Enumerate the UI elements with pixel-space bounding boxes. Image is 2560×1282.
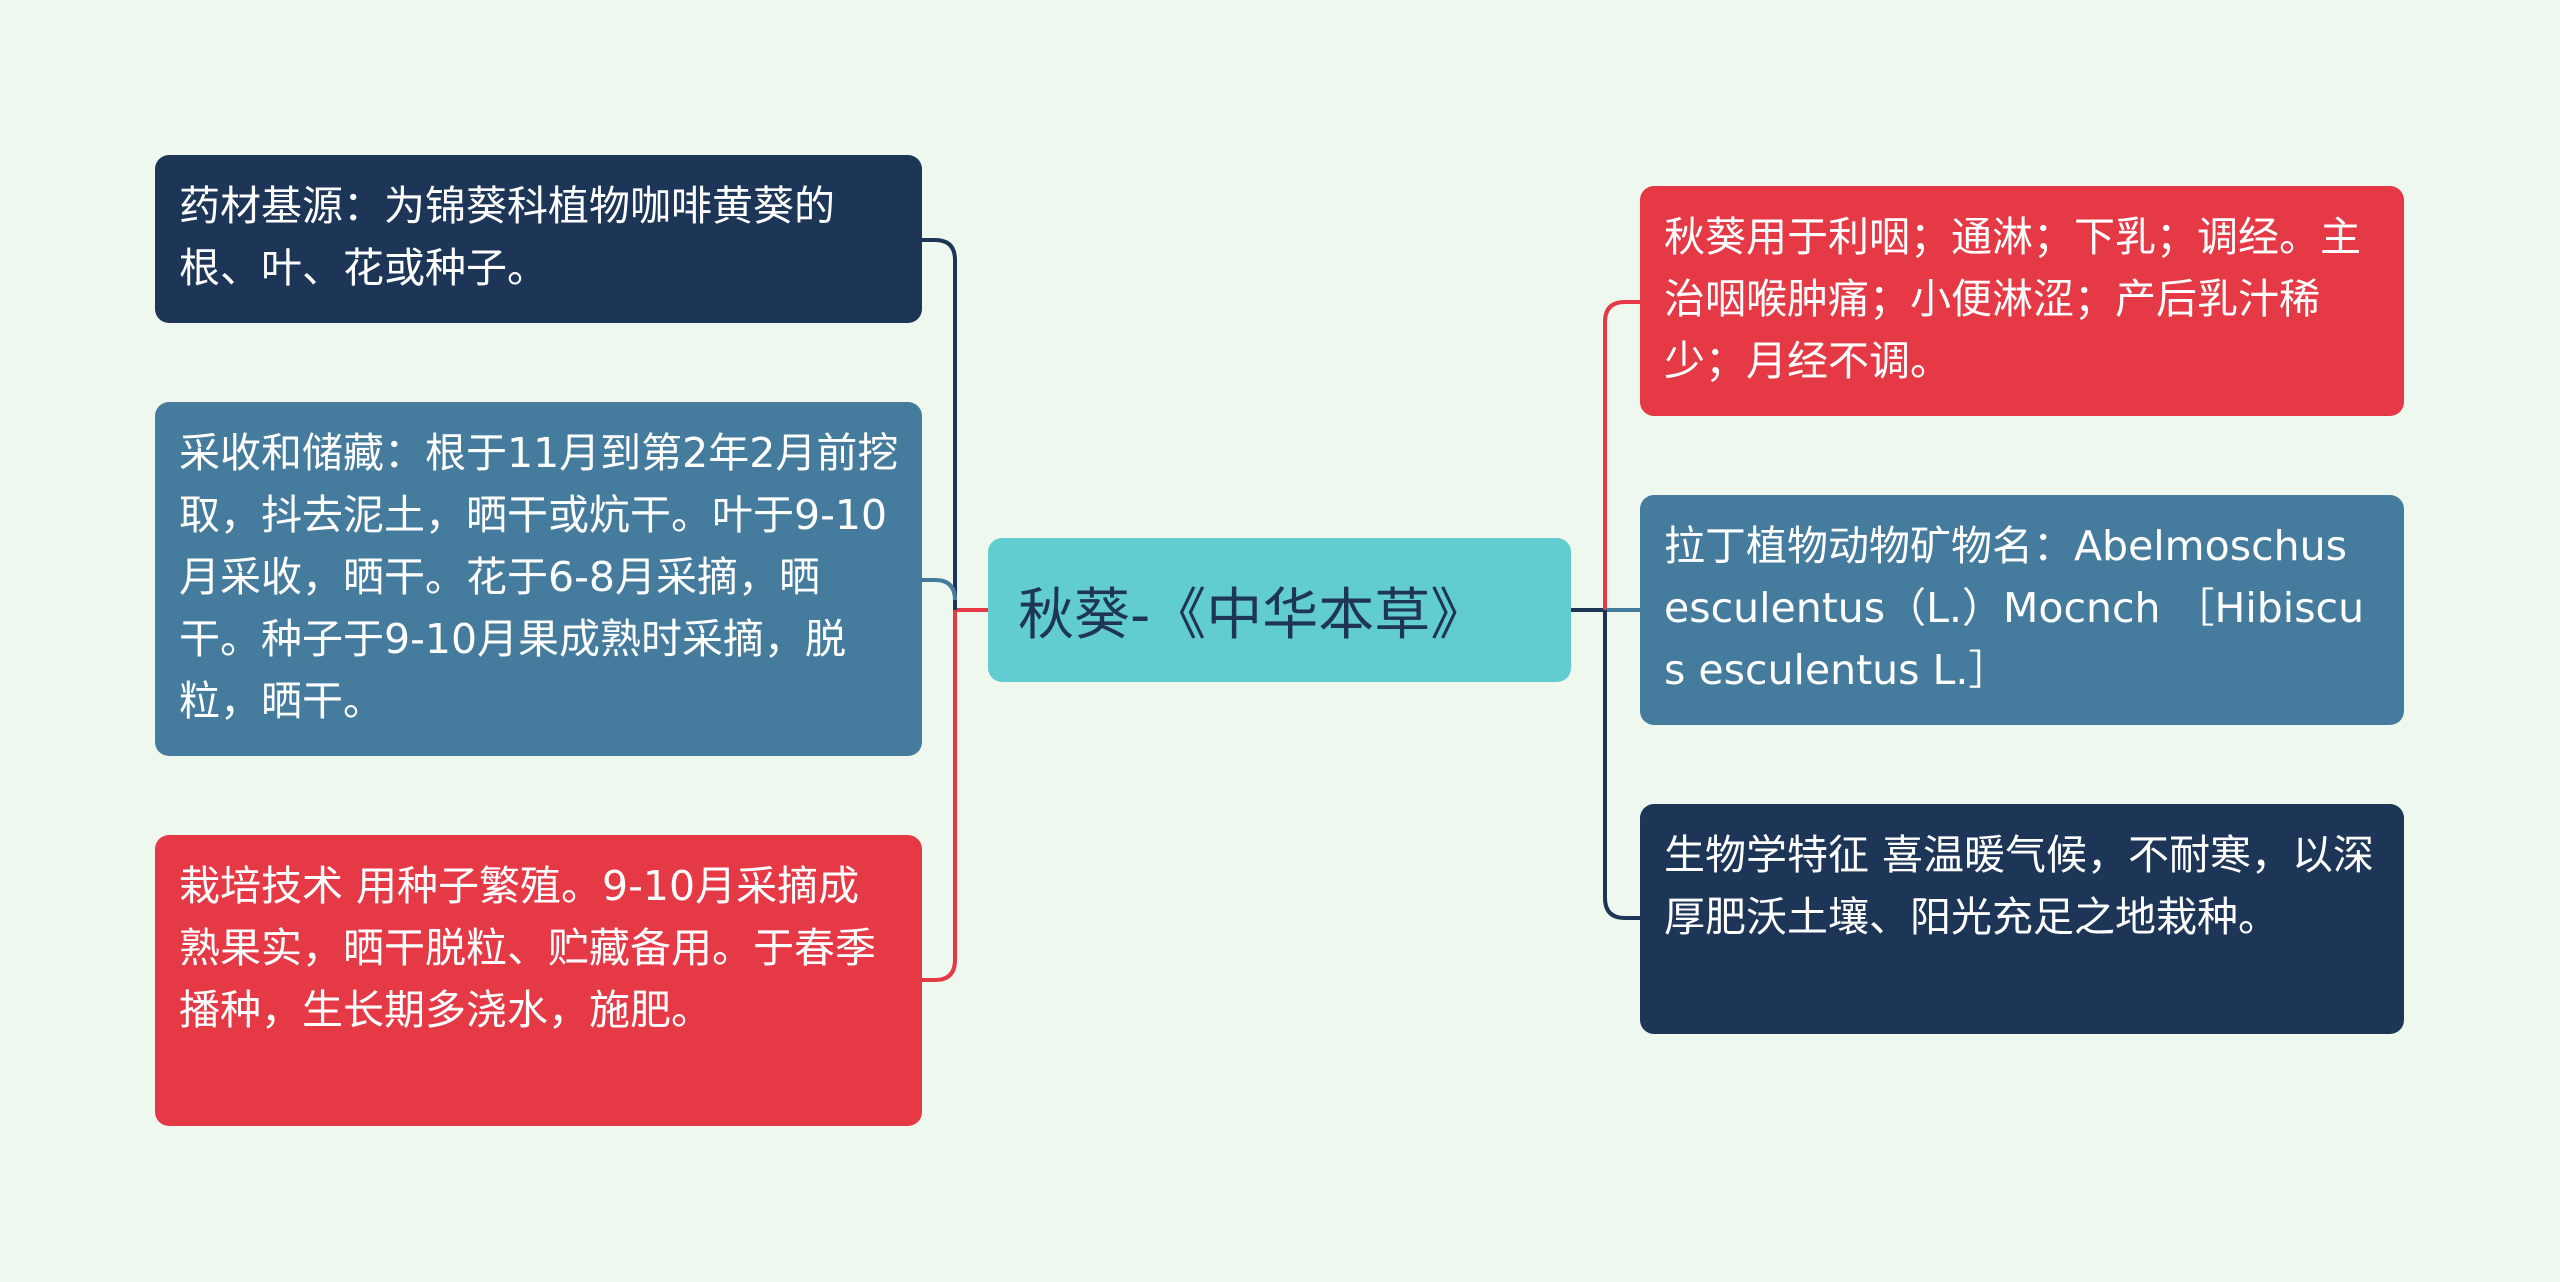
branch-node-biology[interactable]: 生物学特征 喜温暖气候，不耐寒，以深厚肥沃土壤、阳光充足之地栽种。	[1640, 804, 2404, 1034]
central-topic-label: 秋葵-《中华本草》	[1018, 582, 1487, 648]
branch-node-text: 拉丁植物动物矿物名：Abelmoschus esculentus（L.）Mocn…	[1664, 522, 2365, 694]
branch-node-text: 采收和储藏：根于11月到第2年2月前挖取，抖去泥土，晒干或炕干。叶于9-10月采…	[179, 429, 899, 725]
branch-node-latin-name[interactable]: 拉丁植物动物矿物名：Abelmoschus esculentus（L.）Mocn…	[1640, 495, 2404, 725]
branch-node-cultivation[interactable]: 栽培技术 用种子繁殖。9-10月采摘成熟果实，晒干脱粒、贮藏备用。于春季播种，生…	[155, 835, 922, 1126]
central-topic[interactable]: 秋葵-《中华本草》	[988, 538, 1571, 682]
connector-left-2	[922, 578, 957, 601]
branch-node-harvest-storage[interactable]: 采收和储藏：根于11月到第2年2月前挖取，抖去泥土，晒干或炕干。叶于9-10月采…	[155, 402, 922, 756]
branch-node-text: 秋葵用于利咽；通淋；下乳；调经。主治咽喉肿痛；小便淋涩；产后乳汁稀少；月经不调。	[1664, 213, 2361, 385]
connector-right-1	[1603, 300, 1640, 610]
branch-node-text: 栽培技术 用种子繁殖。9-10月采摘成熟果实，晒干脱粒、贮藏备用。于春季播种，生…	[179, 862, 876, 1034]
connector-right-3	[1603, 610, 1640, 920]
branch-node-medicinal-source[interactable]: 药材基源：为锦葵科植物咖啡黄葵的根、叶、花或种子。	[155, 155, 922, 323]
connector-left-3	[922, 610, 957, 982]
branch-node-usage[interactable]: 秋葵用于利咽；通淋；下乳；调经。主治咽喉肿痛；小便淋涩；产后乳汁稀少；月经不调。	[1640, 186, 2404, 416]
branch-node-text: 生物学特征 喜温暖气候，不耐寒，以深厚肥沃土壤、阳光充足之地栽种。	[1664, 831, 2375, 941]
connector-left-1	[922, 238, 957, 610]
branch-node-text: 药材基源：为锦葵科植物咖啡黄葵的根、叶、花或种子。	[179, 182, 835, 292]
